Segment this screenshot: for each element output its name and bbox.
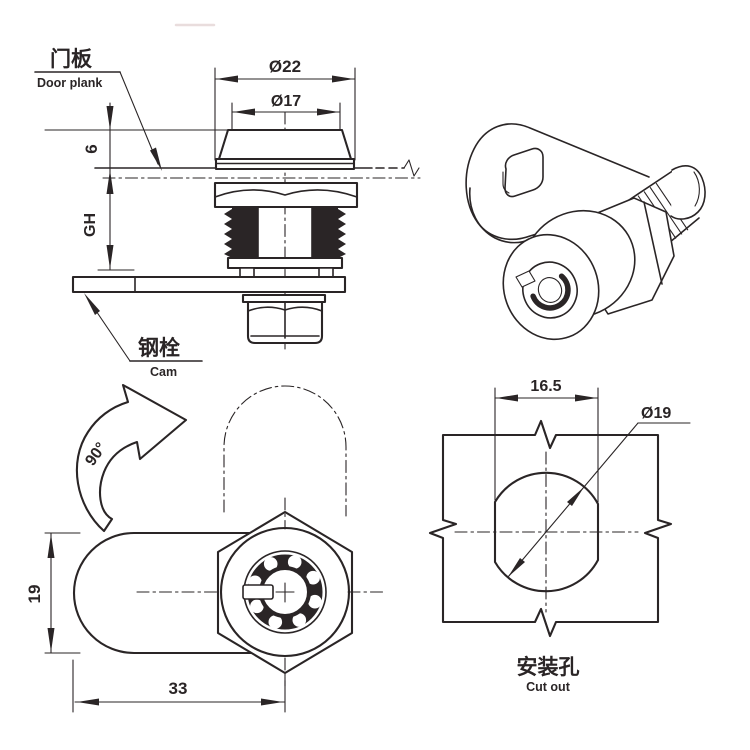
top-view: 90° 19 33 [25, 383, 386, 713]
dim-head-height: 6 [44, 102, 229, 271]
oblong-cam [72, 531, 259, 655]
iso-view [465, 123, 706, 341]
cam-label-en: Cam [150, 365, 177, 379]
dim-cap-outer-text: Ø22 [269, 57, 301, 76]
leader-arrow [84, 293, 100, 315]
dim-cam-width: 19 [25, 532, 81, 654]
leader-arrow [150, 147, 162, 171]
phantom-cam-rotated [223, 385, 347, 517]
dim-cutout-diameter: Ø19 [507, 405, 691, 578]
door-plank-line [94, 159, 421, 179]
cam-label: 钢栓 Cam [84, 293, 203, 379]
door-plank-label-en: Door plank [37, 76, 102, 90]
dim-grip-height: GH [82, 170, 135, 271]
iso-keyway-tab [515, 270, 536, 288]
top-view-crosshair [136, 497, 386, 687]
cutout-label: 安装孔 Cut out [517, 655, 580, 694]
dim-grip-height-text: GH [82, 213, 99, 237]
iso-keyhole [530, 273, 571, 311]
cutout-hole [493, 471, 600, 593]
door-plank-label-cn: 门板 [50, 47, 93, 71]
keyway-slot [242, 584, 274, 600]
threaded-body [224, 206, 346, 259]
dim-cam-width-text: 19 [25, 585, 44, 604]
dim-cutout-width-text: 16.5 [530, 378, 561, 395]
dim-cam-length-text: 33 [169, 679, 188, 698]
dim-cap-outer-diameter: Ø22 [214, 57, 356, 161]
cam-label-cn: 钢栓 [138, 336, 180, 360]
rotation-arrow: 90° [75, 383, 188, 533]
door-plank-label: 门板 Door plank [34, 47, 162, 171]
dim-head-height-text: 6 [82, 144, 101, 153]
iso-lock-head [502, 209, 636, 341]
dim-cam-length: 33 [72, 659, 286, 713]
cutout-label-cn: 安装孔 [517, 655, 580, 679]
cam-plate [71, 275, 347, 294]
cutout-label-en: Cut out [526, 680, 571, 694]
cutout-view: 16.5 Ø19 安装孔 Cut out [428, 378, 691, 694]
dim-cutout-diameter-text: Ø19 [641, 405, 671, 422]
dim-cap-top-text: Ø17 [271, 93, 301, 110]
hex-bolt [241, 293, 327, 345]
panel-outline [428, 419, 673, 638]
lock-cap [214, 128, 356, 171]
front-view: Ø22 Ø17 门板 Door plan [34, 47, 421, 379]
dim-cutout-width: 16.5 [494, 378, 599, 503]
dim-cap-top-diameter: Ø17 [231, 93, 341, 130]
hex-nut [213, 181, 359, 209]
